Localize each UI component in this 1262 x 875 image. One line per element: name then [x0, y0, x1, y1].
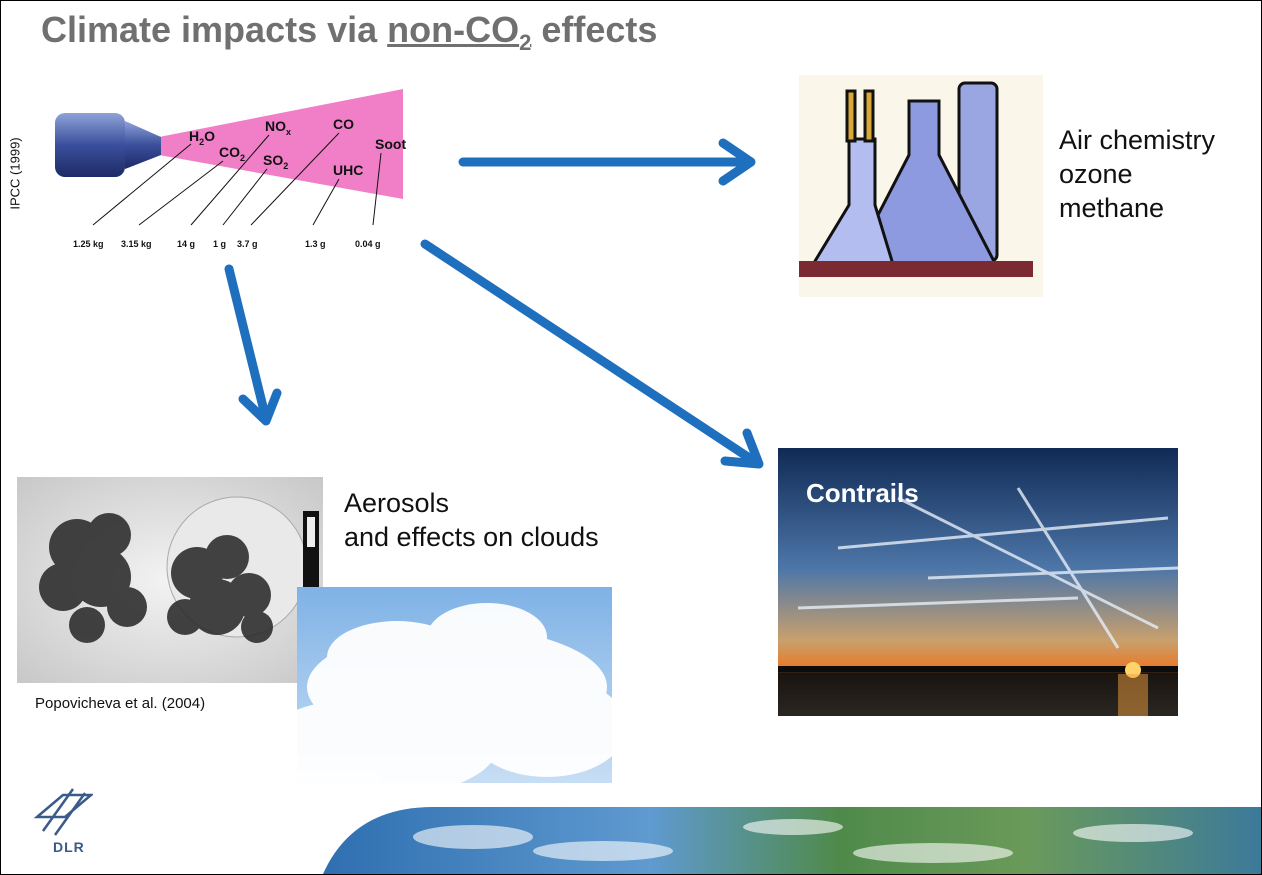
title-underlined: non-CO2: [387, 9, 531, 55]
species-nox: NOx: [265, 118, 291, 137]
dlr-logo-icon: [33, 788, 93, 836]
species-so2: SO2: [263, 152, 288, 171]
title-suffix: effects: [531, 9, 658, 50]
cloud-image: [297, 587, 612, 783]
dlr-logo-text: DLR: [53, 839, 85, 855]
engine-emissions-diagram: H2O CO2 NOx SO2 CO UHC Soot 1.25 kg 3.15…: [55, 89, 406, 249]
amount-co2: 3.15 kg: [121, 239, 152, 249]
air-chemistry-line3: methane: [1059, 193, 1165, 223]
air-chemistry-label: Air chemistry ozone methane: [1059, 123, 1215, 225]
exhaust-plume: [159, 89, 403, 199]
species-co2: CO2: [219, 144, 245, 163]
arrow-head-down: [238, 388, 282, 426]
amount-so2: 1 g: [213, 239, 226, 249]
aerosols-line1: Aerosols: [344, 488, 450, 518]
arrow-to-aerosols: [224, 264, 271, 424]
lab-flasks-image: [799, 75, 1043, 297]
amount-co: 3.7 g: [237, 239, 258, 249]
pointer-lines: [92, 132, 382, 226]
arrow-to-contrails: [420, 239, 762, 468]
species-uhc: UHC: [333, 162, 363, 178]
arrow-head-diagonal: [720, 428, 764, 469]
aerosols-citation: Popovicheva et al. (2004): [35, 695, 206, 712]
engine-nozzle: [125, 121, 161, 169]
flask-base-shadow: [799, 261, 1033, 277]
stopper-tube-2: [863, 89, 875, 143]
aerosols-line2: and effects on clouds: [344, 522, 599, 552]
air-chemistry-line1: Air chemistry: [1059, 125, 1216, 155]
contrails-sky: [778, 448, 1178, 716]
amount-h2o: 1.25 kg: [73, 239, 104, 249]
title-underlined-text: non-CO: [387, 9, 520, 50]
title-subscript: 2: [519, 30, 532, 56]
engine-body: [55, 113, 125, 177]
amount-nox: 14 g: [177, 239, 195, 249]
arrow-head-right: [718, 138, 756, 186]
species-co: CO: [333, 116, 354, 132]
amount-uhc: 1.3 g: [305, 239, 326, 249]
species-soot: Soot: [375, 136, 406, 152]
air-chemistry-line2: ozone: [1059, 159, 1133, 189]
aerosols-label: Aerosols and effects on clouds: [344, 486, 599, 554]
species-h2o: H2O: [189, 128, 215, 147]
stopper-tube-1: [845, 89, 857, 143]
earth-banner: [323, 807, 1261, 874]
contrails-image: Contrails: [778, 448, 1178, 716]
slide-title: Climate impacts via non-CO2 effects: [41, 9, 657, 56]
soot-microscopy-image: [17, 477, 323, 683]
title-prefix: Climate impacts via: [41, 9, 388, 50]
contrails-label: Contrails: [806, 478, 919, 508]
amount-soot: 0.04 g: [355, 239, 381, 249]
